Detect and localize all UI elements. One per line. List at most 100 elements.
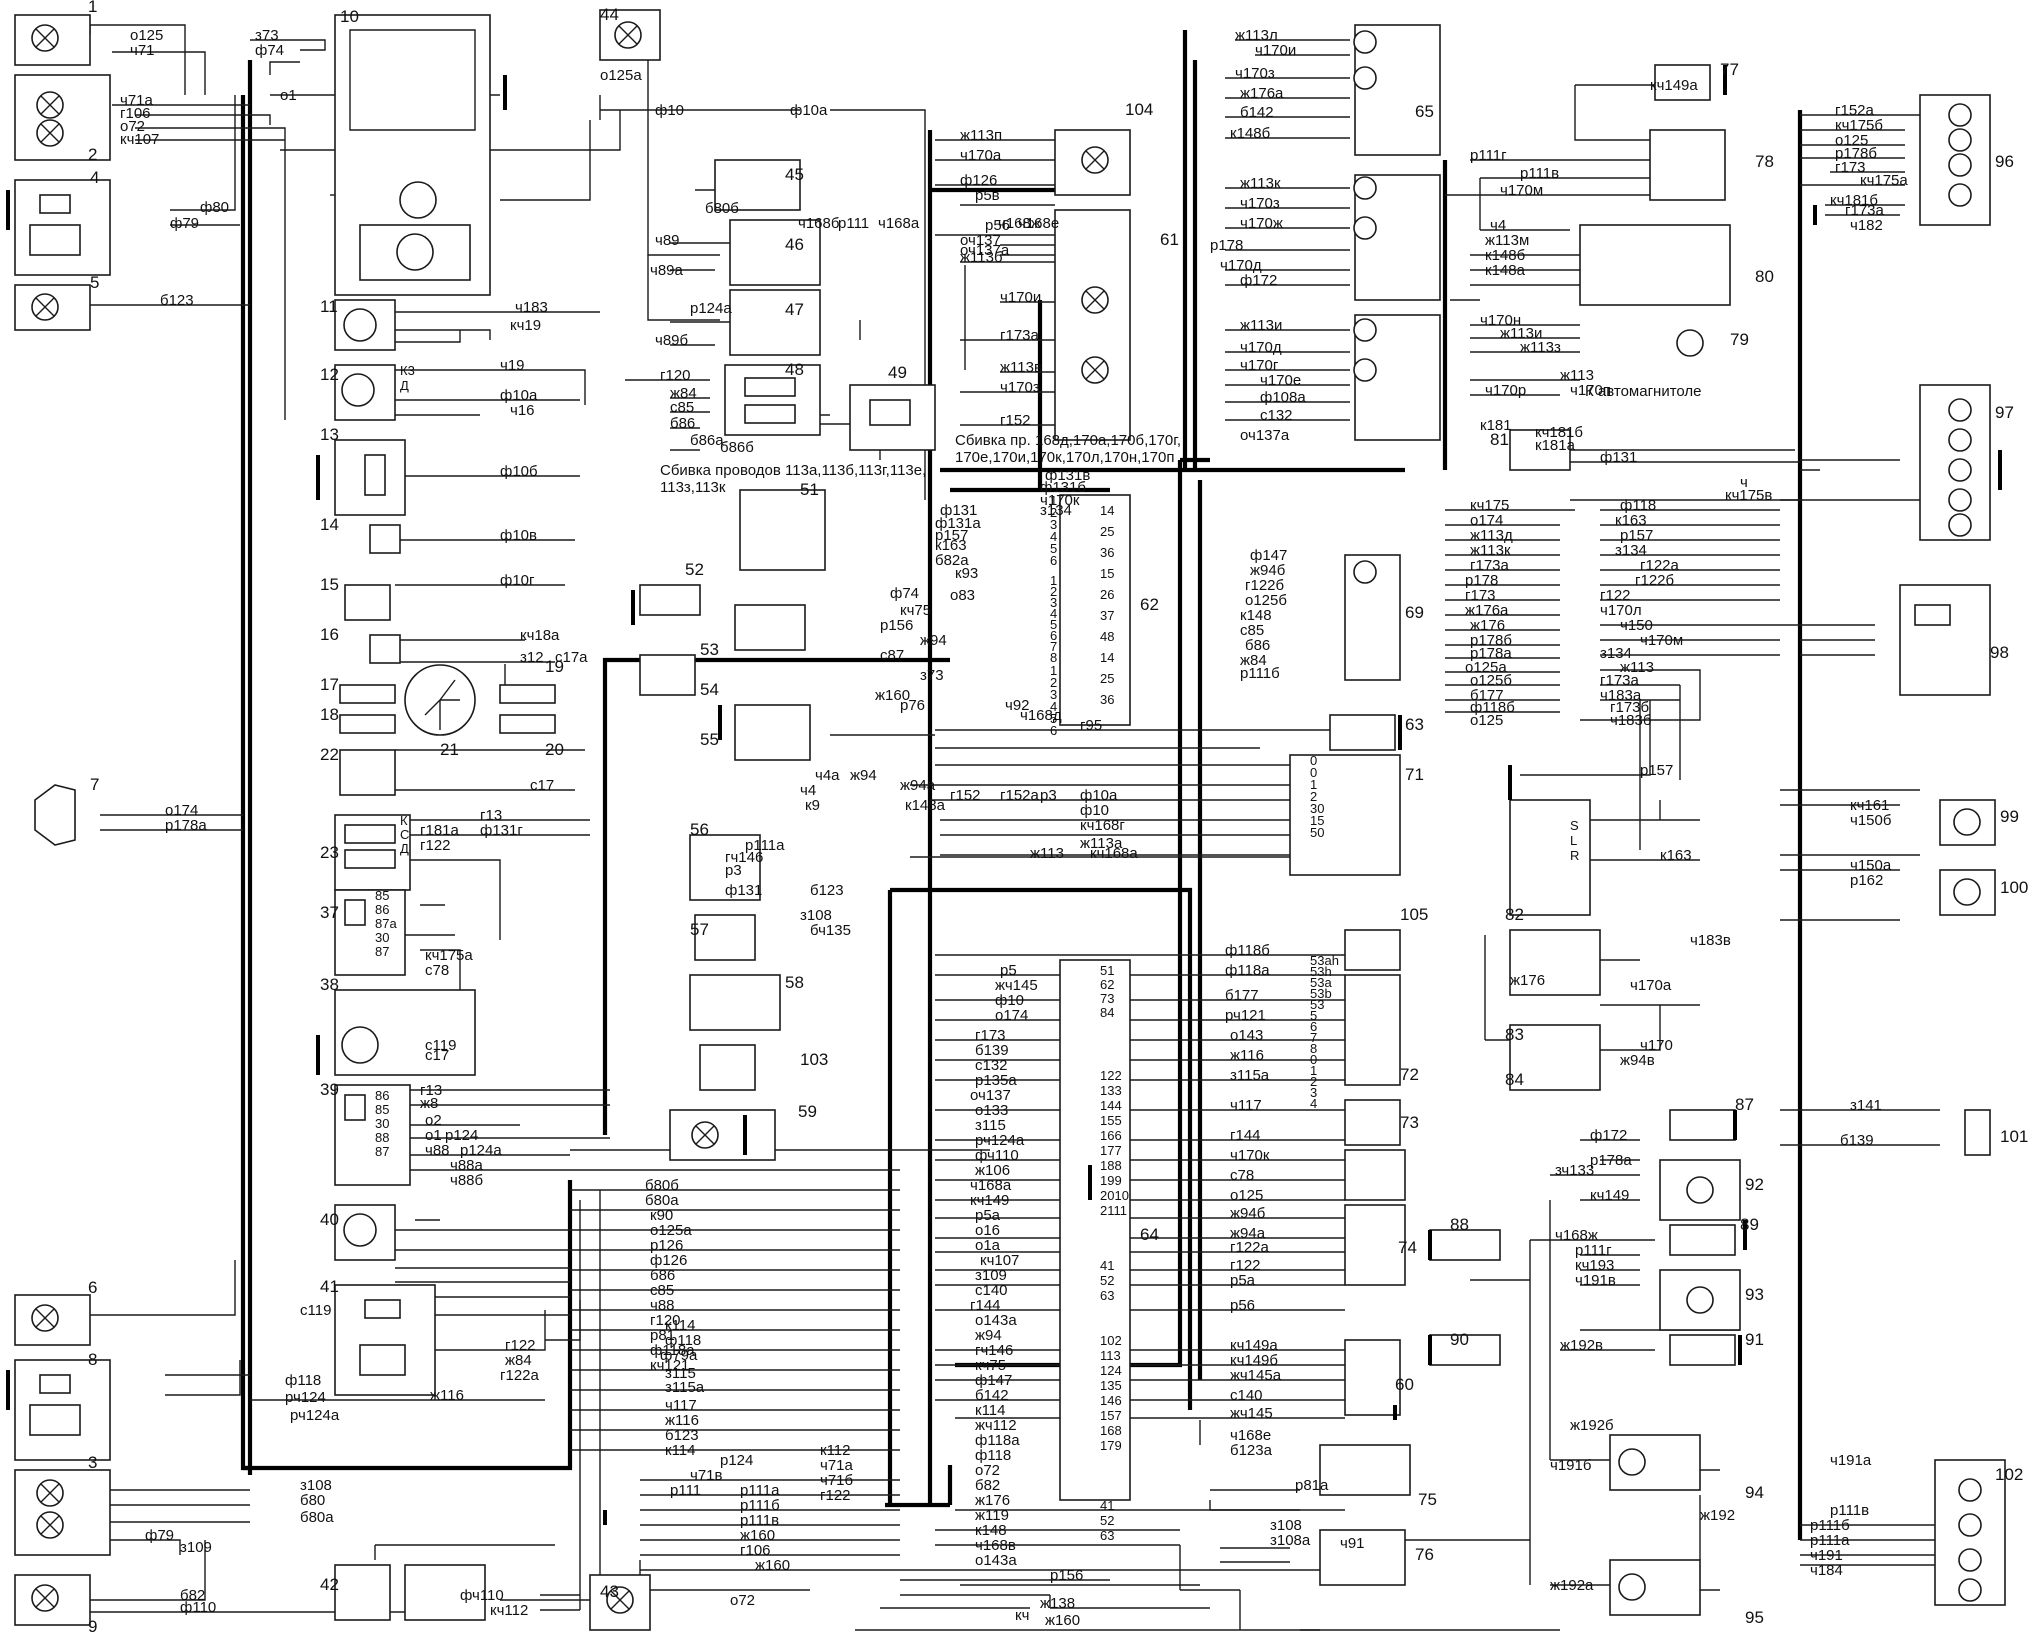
relay-pin: К <box>400 813 408 828</box>
wire-label: г122 <box>505 1337 536 1354</box>
wire-label: с132 <box>1260 407 1293 424</box>
wire-label: ф131б <box>1040 479 1086 496</box>
relay-pin: 0 <box>1310 753 1317 768</box>
wire-label: з109 <box>180 1539 212 1556</box>
connector-pin: 133 <box>1100 1083 1122 1098</box>
wire-label: р124а <box>460 1142 502 1159</box>
wire-label: р178а <box>1470 645 1512 662</box>
wire-label: ж160 <box>755 1557 790 1574</box>
wire-label: р111в <box>740 1512 779 1529</box>
wire-label: о125б <box>1470 672 1512 689</box>
relay-pin: R <box>1570 848 1579 863</box>
wire-label: о143а <box>975 1312 1017 1329</box>
component-number-8: 8 <box>88 1350 97 1369</box>
component-number-98: 98 <box>1990 643 2009 662</box>
wire-label: о125 <box>1470 712 1503 729</box>
wire-label: б123 <box>665 1427 699 1444</box>
wire-label: ч92 <box>1005 697 1030 714</box>
wire-label: ч150 <box>1620 617 1653 634</box>
switch-icon <box>1329 714 1396 751</box>
wire-label: ф10 <box>995 992 1024 1009</box>
wire-label: с140 <box>975 1282 1008 1299</box>
connector-pin: 84 <box>1100 1005 1114 1020</box>
relay-pin: 30 <box>375 1116 389 1131</box>
component-number-105: 105 <box>1400 905 1428 924</box>
wire-label: г152а <box>1835 102 1874 119</box>
radio-note: К автомагнитоле <box>1585 383 1702 400</box>
wire-label: кч193 <box>1575 1257 1614 1274</box>
component-number-61: 61 <box>1160 230 1179 249</box>
wire-label: г152а <box>1000 787 1039 804</box>
wire-label: фч110 <box>975 1147 1019 1164</box>
component-number-102: 102 <box>1995 1465 2023 1484</box>
wire-label: ф118 <box>975 1447 1011 1464</box>
wire-label: ж106 <box>975 1162 1010 1179</box>
wire-label: с119 <box>425 1037 456 1054</box>
wire-label: ж119 <box>975 1507 1009 1524</box>
wire-label: з115 <box>665 1365 696 1382</box>
component-number-74: 74 <box>1398 1238 1417 1257</box>
wire-label: о174 <box>1470 512 1503 529</box>
component-number-9: 9 <box>88 1617 97 1636</box>
relay-pin: 1 <box>1310 1063 1317 1078</box>
wire-label: ч71а <box>820 1457 853 1474</box>
wire-label: ф126 <box>650 1252 687 1269</box>
wire-label: р111б <box>1810 1517 1850 1534</box>
wire-label: г13 <box>420 1082 442 1099</box>
wire-label: з134 <box>1040 502 1072 519</box>
wire-label: б123 <box>160 292 194 309</box>
wire-label: ж192а <box>1550 1577 1594 1594</box>
wire-label: ч88а <box>450 1157 483 1174</box>
connector-pin: 179 <box>1100 1438 1122 1453</box>
wire-label: б80б <box>705 200 739 217</box>
component-number-23: 23 <box>320 843 339 862</box>
wire-label: о125б <box>1245 592 1287 609</box>
wire-label: г152 <box>1000 412 1031 429</box>
wire-label: ч170л <box>1600 602 1642 619</box>
wire-label: р111 <box>670 1482 701 1499</box>
wire-label: ч170а <box>1630 977 1672 994</box>
connector-pin: 14 <box>1100 503 1114 518</box>
wire-label: ф131 <box>1600 449 1637 466</box>
wire-label: ч19 <box>500 357 525 374</box>
wire-label: ч89а <box>650 262 683 279</box>
connector-pin: 15 <box>1100 566 1114 581</box>
component-numbers: 1234567891011121314151617181920212223373… <box>88 0 2028 1636</box>
wire-label: с78 <box>1230 1167 1254 1184</box>
component-number-18: 18 <box>320 705 339 724</box>
battery-icon <box>689 974 781 1031</box>
wire-label: з12 <box>520 649 544 666</box>
wire-label: ч170м <box>1640 632 1683 649</box>
switch-icon <box>404 1564 486 1621</box>
relay-pin: К3 <box>400 363 415 378</box>
wire-label: о72 <box>730 1592 755 1609</box>
wire-label: жч112 <box>975 1417 1017 1434</box>
wire-label: б86а <box>690 432 724 449</box>
sensor-icon <box>369 634 401 664</box>
wire-label: р111б <box>1240 665 1280 682</box>
wire-label: ж176 <box>1470 617 1505 634</box>
wire-label: ф118б <box>1470 699 1515 716</box>
switch-icon <box>1509 799 1591 916</box>
connector-pin: 6 <box>1050 723 1057 738</box>
wire-label: кч149а <box>1650 77 1698 94</box>
wire-label: ч71 <box>130 42 155 59</box>
wire-label: ч168д <box>1020 707 1062 724</box>
component-number-21: 21 <box>440 740 459 759</box>
wire-label: о1а <box>975 1237 1001 1254</box>
sensor-icon <box>1509 1024 1601 1091</box>
wire-label: ж8 <box>420 1095 438 1112</box>
wire-label: кч168г <box>1080 817 1125 834</box>
wire-label: ф147 <box>975 1372 1012 1389</box>
wire-label: ч170д <box>1240 339 1282 356</box>
wire-label: с17 <box>530 777 554 794</box>
wire-label: ч170к <box>1040 492 1080 509</box>
component-number-37: 37 <box>320 903 339 922</box>
wire-label: ч191б <box>1550 1457 1591 1474</box>
wire-label: ч170и <box>1255 42 1296 59</box>
motor-icon <box>729 289 821 356</box>
switch-icon <box>1054 209 1131 441</box>
wire-label: кч112 <box>490 1602 528 1619</box>
wire-label: ж160 <box>740 1527 775 1544</box>
